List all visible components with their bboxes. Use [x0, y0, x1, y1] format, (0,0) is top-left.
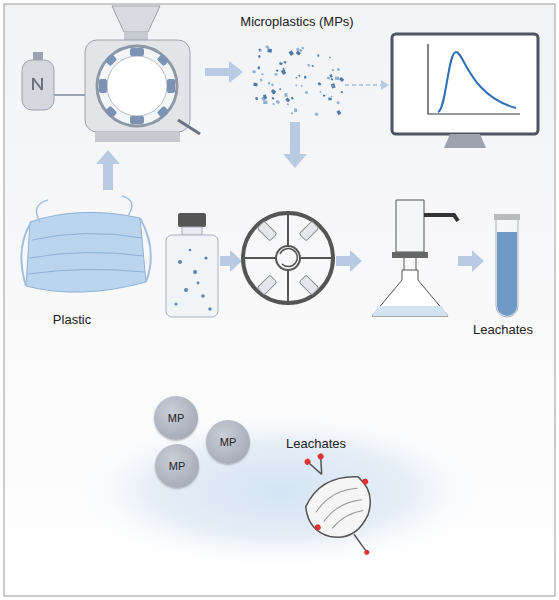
bottle: [166, 213, 218, 317]
node-text: MP: [169, 460, 186, 472]
particle-circle: MP: [206, 420, 250, 464]
particles: [252, 45, 344, 116]
daphnia: [282, 438, 400, 572]
particle-circle: MP: [154, 396, 198, 440]
grinding-mill: [54, 6, 200, 142]
monitor: [392, 34, 538, 148]
caption-label: Microplastics (MPs): [240, 14, 353, 29]
caption-label: Plastic: [53, 312, 91, 327]
node-text: MP: [168, 412, 185, 424]
test-tube: [494, 214, 520, 317]
filter-flask: [372, 200, 458, 316]
mask: [21, 196, 150, 292]
node-text: MP: [220, 436, 237, 448]
particle-circle: MP: [155, 444, 199, 488]
caption-label: Leachates: [473, 322, 533, 337]
nitrogen-tank: [22, 52, 54, 110]
caption-label: Leachates: [286, 436, 346, 451]
rotator: [243, 213, 333, 303]
